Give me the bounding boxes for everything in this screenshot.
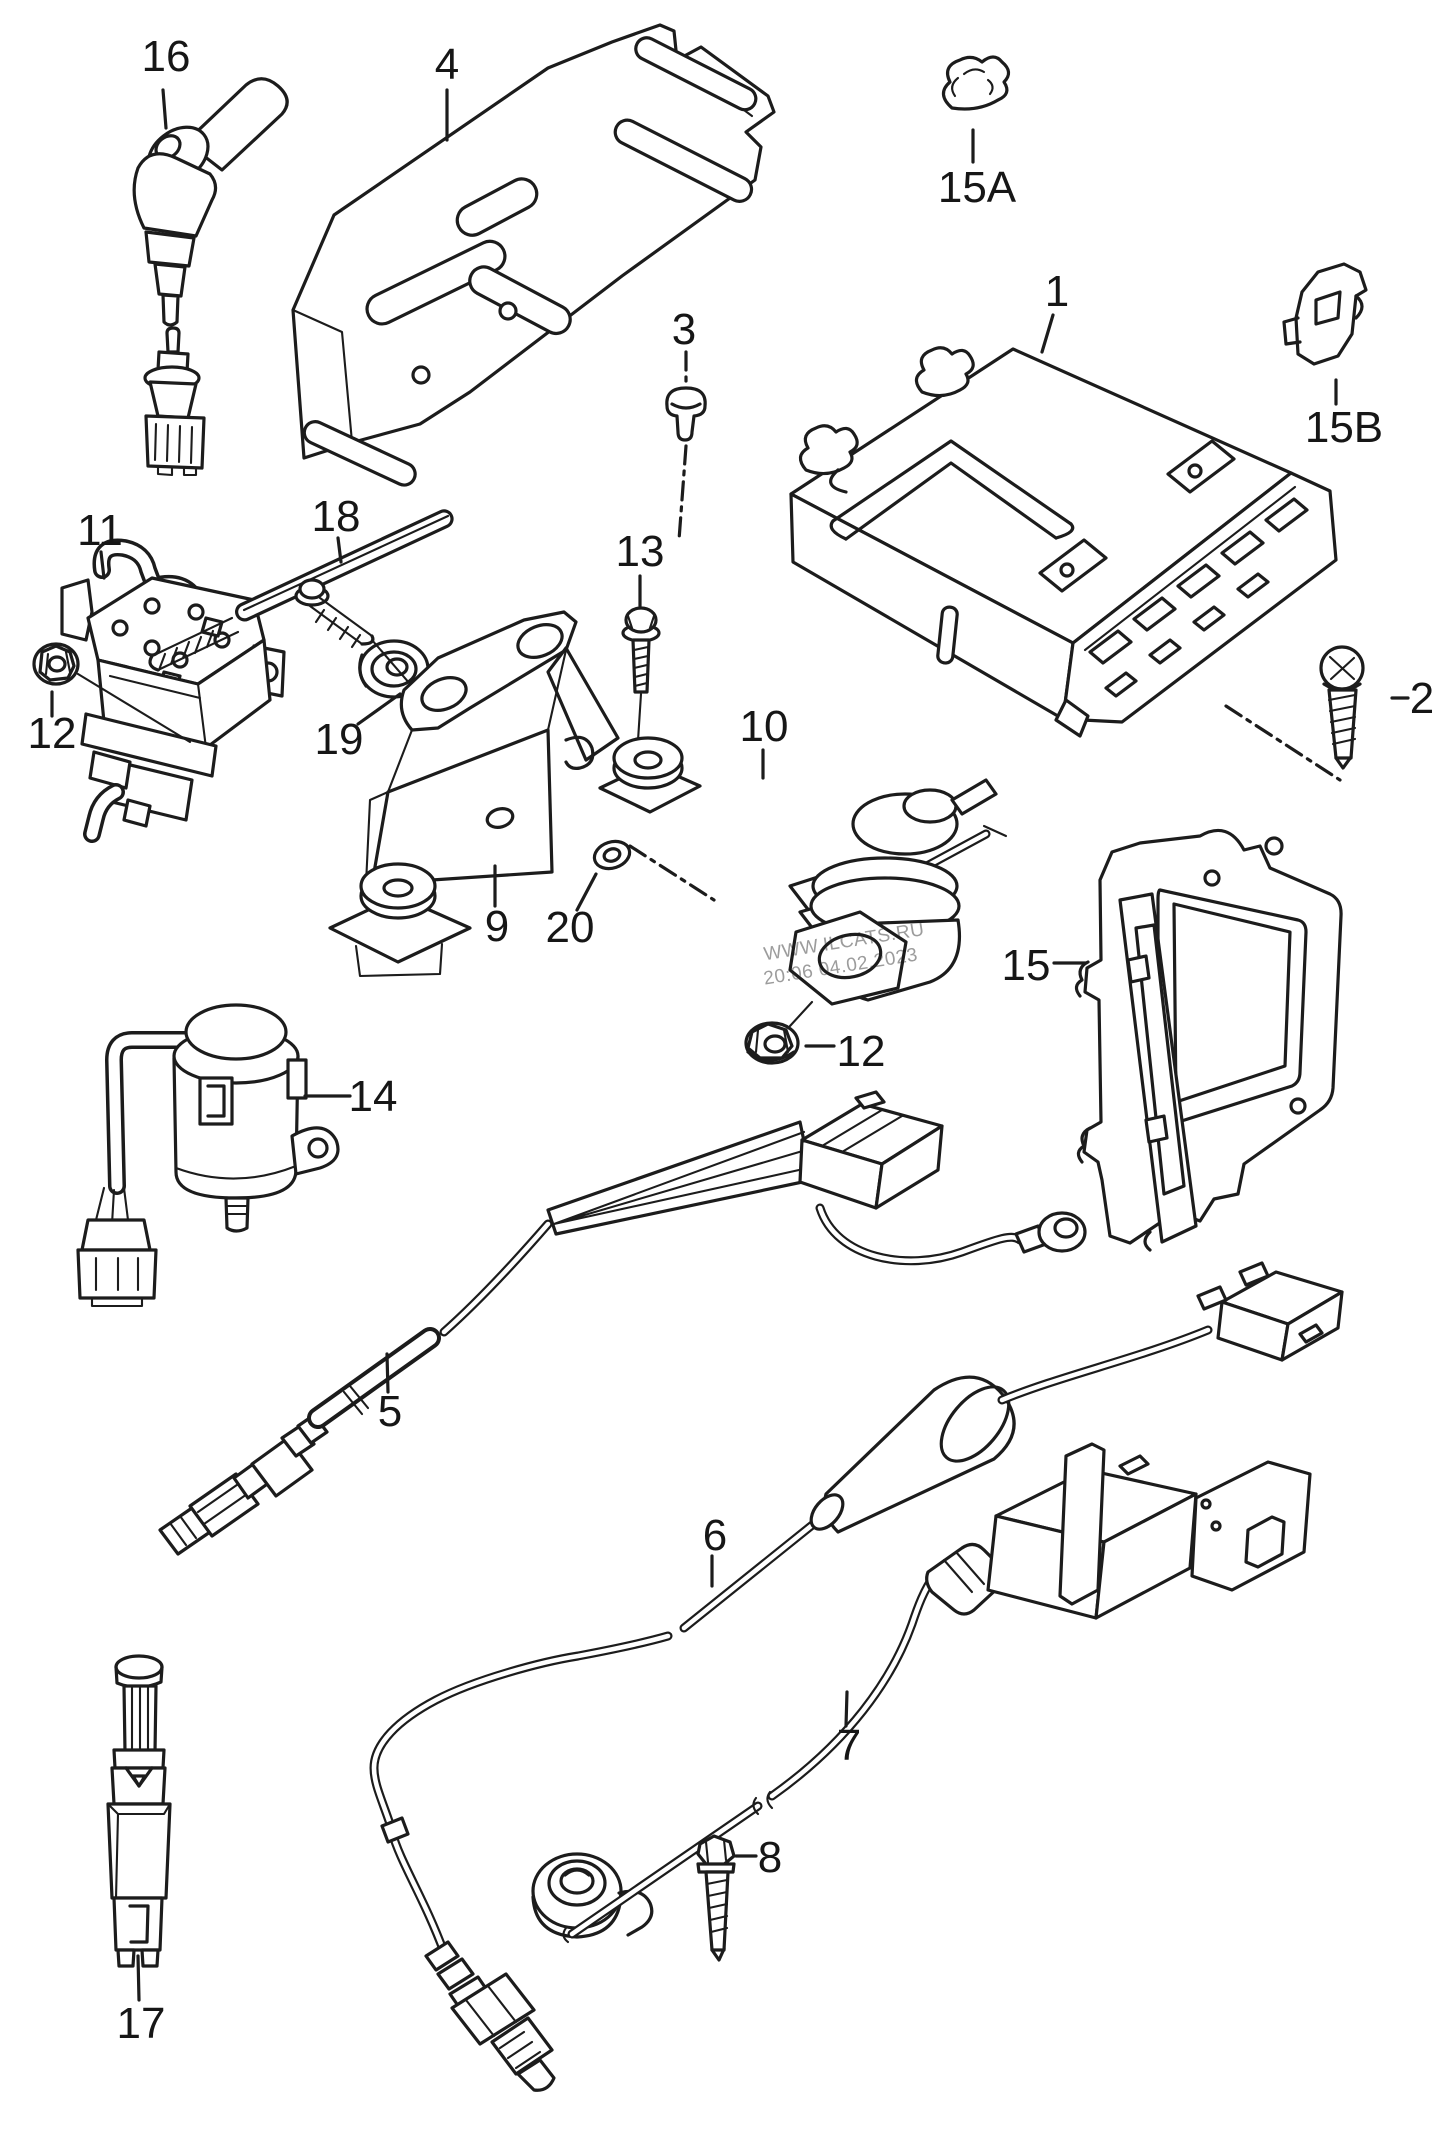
part-labels: 16 4 15A 1 15B 3 2 11 12 18 19 13 9 20 1… <box>28 32 1435 2048</box>
part-label-13: 13 <box>616 527 665 576</box>
part-label-5: 5 <box>378 1387 402 1436</box>
part-label-1: 1 <box>1045 267 1069 316</box>
part-label-17: 17 <box>117 1999 166 2048</box>
part-label-11: 11 <box>77 506 123 555</box>
part-label-2: 2 <box>1410 674 1434 723</box>
part-label-9: 9 <box>485 902 509 951</box>
part-label-15a: 15A <box>938 163 1017 212</box>
part-2-screw <box>1319 645 1365 770</box>
part-label-10: 10 <box>740 702 789 751</box>
part-label-4: 4 <box>435 40 459 89</box>
part-label-19: 19 <box>315 715 364 764</box>
part-1-control-unit <box>789 346 1338 738</box>
part-15a-clip <box>941 55 1011 111</box>
part-label-8: 8 <box>758 1833 782 1882</box>
part-label-15: 15 <box>1002 941 1051 990</box>
part-14-reservoir <box>76 1003 340 1308</box>
part-label-3: 3 <box>672 305 696 354</box>
part-5-lambda-probe <box>158 1090 1087 1556</box>
part-8-screw <box>696 1834 736 1962</box>
part-20-washer <box>592 839 716 902</box>
part-label-15b: 15B <box>1305 403 1383 452</box>
part-15-frame <box>1074 828 1343 1252</box>
part-label-12-lower: 12 <box>837 1027 886 1076</box>
part-label-20: 20 <box>546 903 595 952</box>
leader-lines <box>50 88 1410 2002</box>
part-11-valve <box>60 538 286 843</box>
part-7-knock-sensor-harness <box>531 1442 1312 1944</box>
part-17-switch <box>106 1654 172 1968</box>
part-15b-clip <box>1282 262 1368 366</box>
part-label-12-left: 12 <box>28 709 77 758</box>
part-label-6: 6 <box>703 1511 727 1560</box>
part-label-14: 14 <box>349 1072 398 1121</box>
part-4-cover <box>291 23 776 487</box>
part-18-bolt <box>148 509 454 672</box>
part-label-7: 7 <box>837 1721 861 1770</box>
part-3-buffer <box>665 386 707 442</box>
part-16-speed-sensor <box>132 77 289 477</box>
part-13-screw <box>621 606 661 758</box>
part-label-18: 18 <box>312 492 361 541</box>
part-label-16: 16 <box>142 32 191 81</box>
part-6-lambda-probe <box>369 1261 1344 2092</box>
part-9-bracket <box>328 610 702 978</box>
part-12-nut-lower <box>744 1021 800 1065</box>
part-10-valve <box>788 778 1008 1028</box>
part-12-nut-left <box>32 642 192 744</box>
